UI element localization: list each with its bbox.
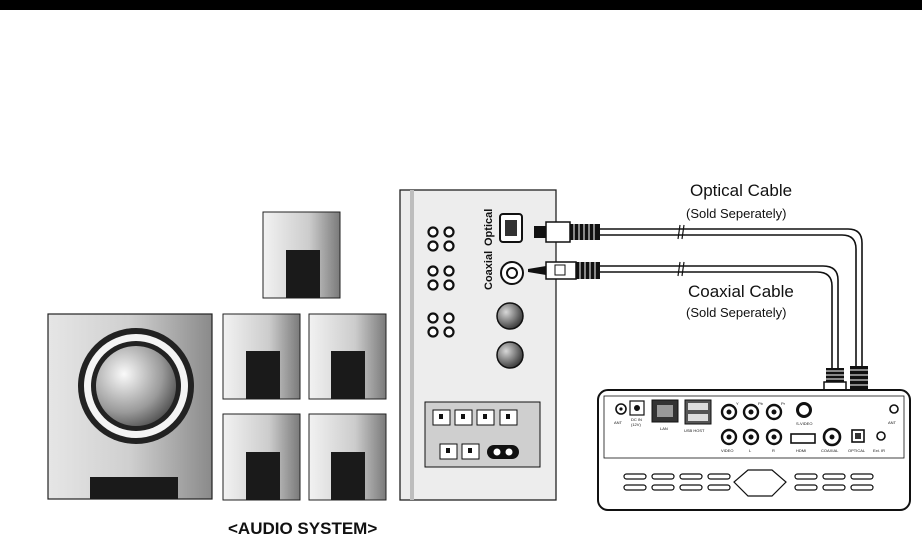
usb-host-label: USB HOST	[684, 428, 705, 433]
ant-label: ANT	[614, 420, 623, 425]
hdmi-label: HDMI	[796, 448, 806, 453]
amp-optical-label: Optical	[483, 209, 495, 246]
speaker-rear-left	[223, 414, 300, 500]
amp-knob-2	[497, 342, 523, 368]
s-video-label: S-VIDEO	[796, 421, 812, 426]
pb-label: Pb	[758, 401, 764, 406]
media-player: ANT DC IN (12V) LAN USB HOST Y Pb Pr VID…	[598, 390, 910, 510]
y-label: Y	[736, 401, 739, 406]
pr-label: Pr	[781, 401, 786, 406]
coaxial-label: COAXIAL	[821, 448, 839, 453]
speaker-center	[263, 212, 340, 298]
hdmi-port	[791, 434, 815, 443]
coaxial-sold-label: (Sold Seperately)	[686, 305, 786, 320]
optical-cable-label: Optical Cable	[690, 181, 792, 200]
amp-coaxial-label: Coaxial	[483, 251, 495, 290]
amp-knob-1	[497, 303, 523, 329]
cable-break-marks	[678, 225, 684, 276]
speaker-terminal-block	[425, 402, 540, 467]
lan-label: LAN	[660, 426, 668, 431]
coaxial-cable-label: Coaxial Cable	[688, 282, 794, 301]
ant-port-right	[890, 405, 898, 413]
video-label: VIDEO	[721, 448, 733, 453]
dc-in-voltage: (12V)	[631, 422, 641, 427]
subwoofer	[48, 314, 212, 499]
ext-ir-port	[877, 432, 885, 440]
speaker-rear-right	[309, 414, 386, 500]
amp-coaxial-port	[501, 262, 523, 284]
optical-sold-label: (Sold Seperately)	[686, 206, 786, 221]
speaker-front-right	[309, 314, 386, 399]
audio-r-label: R	[772, 448, 775, 453]
optical-label: OPTICAL	[848, 448, 866, 453]
speaker-front-left	[223, 314, 300, 399]
audio-system-label: <AUDIO SYSTEM>	[228, 519, 377, 538]
ant-label-right: ANT	[888, 420, 897, 425]
ext-ir-label: Ext. IR	[873, 448, 885, 453]
amplifier-panel: Optical Coaxial	[400, 190, 556, 500]
